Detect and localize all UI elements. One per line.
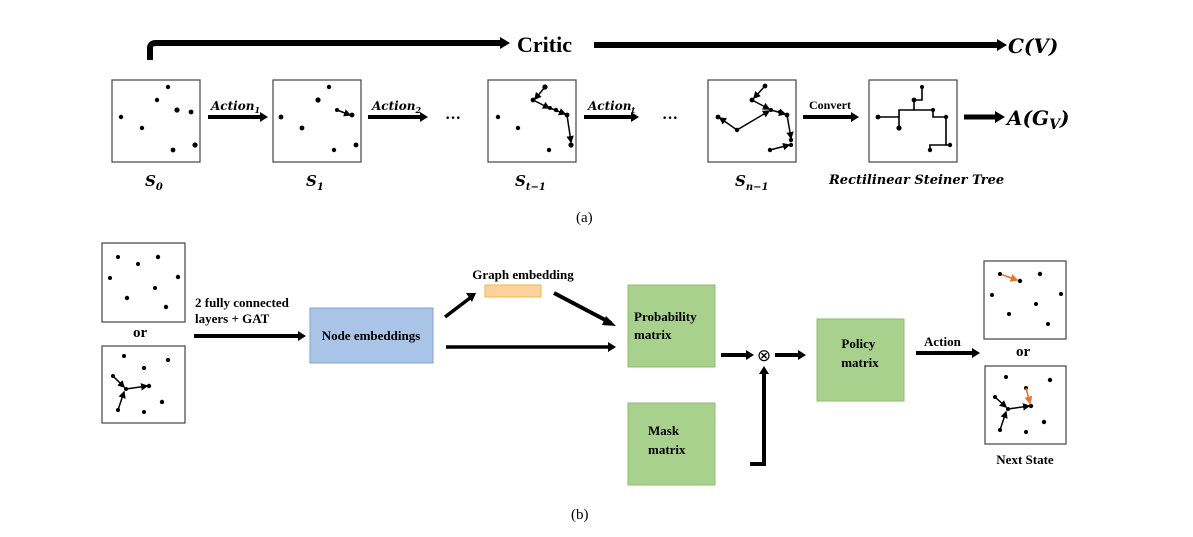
edge-arrow <box>336 109 352 117</box>
input-state-partial <box>101 345 186 424</box>
next-state-option-2 <box>984 365 1067 445</box>
part-b: or 2 fully connected layers + GAT Node e… <box>101 242 1067 523</box>
convert-label: Convert <box>809 98 851 112</box>
or-label-input: or <box>133 325 148 341</box>
gnn-label: 2 fully connected layers + GAT <box>195 295 292 326</box>
action-t-label: Actiont <box>587 99 635 115</box>
state-st-1 <box>487 79 577 163</box>
policy-matrix-box <box>816 318 905 402</box>
state-s1 <box>272 79 362 163</box>
terminal-nodes <box>118 84 198 153</box>
graph-embedding-bar <box>484 284 542 298</box>
policy-matrix-label: Policy matrix <box>841 336 879 370</box>
node-embeddings-label: Node embeddings <box>322 328 421 343</box>
critic-output-label: C(V) <box>1008 34 1058 58</box>
ellipsis-1: ··· <box>445 110 461 127</box>
action-label: Action <box>924 334 962 349</box>
next-state-option-1 <box>983 260 1067 340</box>
ellipsis-2: ··· <box>662 110 678 127</box>
mask-matrix-box <box>627 402 716 486</box>
critic-label: Critic <box>517 32 572 57</box>
critic-arrow <box>147 40 500 60</box>
mask-matrix-label: Mask matrix <box>648 423 686 457</box>
action-2-label: Action2 <box>371 99 421 115</box>
action-1-label: Action1 <box>210 99 260 115</box>
next-state-label: Next State <box>996 452 1054 467</box>
graph-embedding-label: Graph embedding <box>472 267 574 282</box>
critic-arrow-head <box>500 37 510 49</box>
multiply-symbol: ⊗ <box>757 346 771 366</box>
probability-matrix-box <box>627 284 716 368</box>
node-embeddings-box <box>309 307 434 364</box>
mask-to-mult-arrow <box>750 373 766 466</box>
part-a: Critic C(V) S0 Action1 S1 <box>111 32 1069 226</box>
state-s0 <box>111 79 201 163</box>
state-sn-1-label: Sn−1 <box>735 172 768 193</box>
or-label-next: or <box>1016 344 1031 360</box>
caption-a: (a) <box>576 210 593 226</box>
state-s1-label: S1 <box>306 172 324 193</box>
new-edge-arrow <box>999 273 1019 282</box>
node-to-graph-arrow <box>443 296 472 319</box>
probability-matrix-label: Probability matrix <box>634 309 700 342</box>
state-s0-label: S0 <box>145 172 163 193</box>
state-sn-1 <box>707 79 797 163</box>
rectilinear-steiner-tree <box>868 79 958 163</box>
new-edge-arrow <box>1024 387 1033 405</box>
graph-to-prob-arrow <box>553 291 612 325</box>
state-st-1-label: St−1 <box>515 172 546 193</box>
tree-label: Rectilinear Steiner Tree <box>828 173 1004 188</box>
caption-b: (b) <box>571 507 589 523</box>
input-state-empty <box>101 242 186 323</box>
actor-output-label: A(GV) <box>1005 106 1069 133</box>
